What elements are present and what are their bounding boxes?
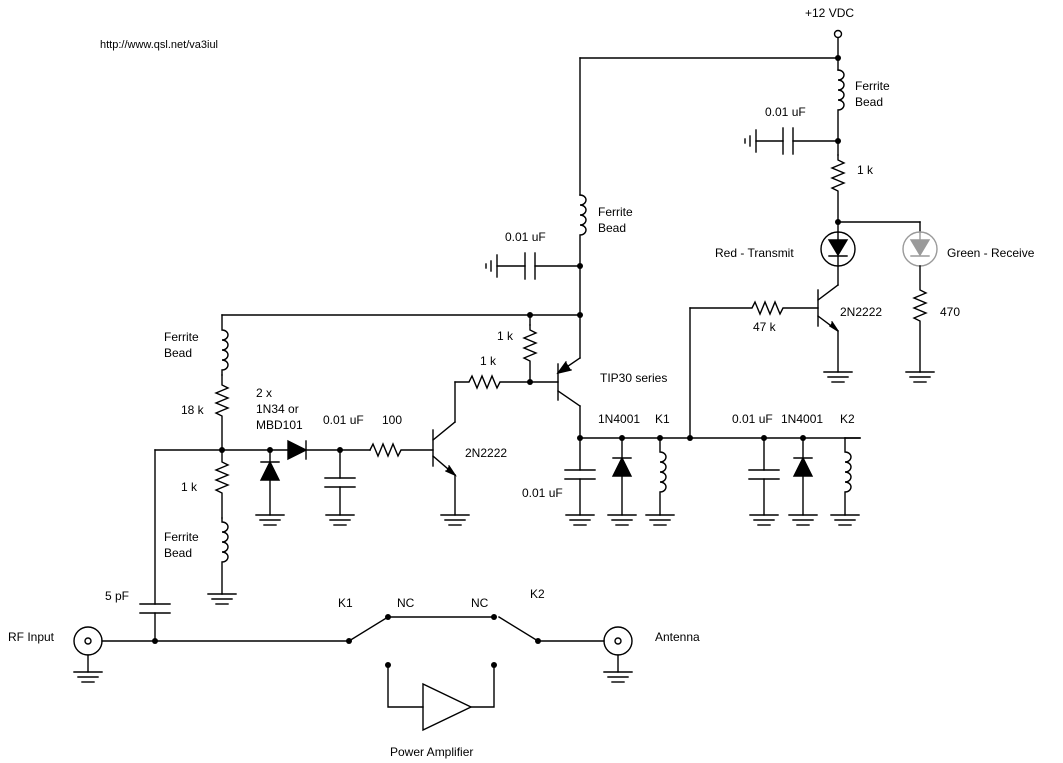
- diode-1n4001-k1: [611, 437, 633, 516]
- ferrite-bead-low-label-1: Ferrite: [164, 530, 199, 544]
- ground-driver: [440, 514, 470, 526]
- ferrite-bead-top-label-1: Ferrite: [855, 79, 890, 93]
- resistor-led: [830, 154, 846, 223]
- capacitor-5pf: [139, 603, 171, 642]
- rf-input-connector: [73, 626, 103, 683]
- detector-line: [154, 449, 371, 605]
- relay-switch-k1: [348, 616, 389, 642]
- capacitor-top-label: 0.01 uF: [765, 105, 806, 119]
- ferrite-bead-top-label-2: Bead: [855, 95, 883, 109]
- transistor-led-label: 2N2222: [840, 305, 882, 319]
- led-red-transmit: [820, 231, 856, 286]
- ground-left: [207, 593, 237, 605]
- capacitor-collector-label: 0.01 uF: [522, 486, 563, 500]
- ferrite-bead-low: [221, 517, 229, 595]
- capacitor-detector-label: 0.01 uF: [323, 413, 364, 427]
- ground-470: [905, 371, 935, 383]
- relay-k1-label: K1: [655, 412, 670, 426]
- ferrite-bead-mid: [579, 194, 587, 316]
- resistor-led-label: 1 k: [857, 163, 874, 177]
- power-amplifier: [387, 664, 495, 732]
- transistor-driver-label: 2N2222: [465, 446, 507, 460]
- diode-k1-label: 1N4001: [598, 412, 640, 426]
- resistor-100-label: 100: [382, 413, 402, 427]
- ferrite-bead-left-label-1: Ferrite: [164, 330, 199, 344]
- led-green-label: Green - Receive: [947, 246, 1035, 260]
- switch-k1-label: K1: [338, 596, 353, 610]
- resistor-18k: [214, 374, 230, 451]
- ferrite-bead-mid-label-1: Ferrite: [598, 205, 633, 219]
- resistor-base-label: 1 k: [497, 329, 514, 343]
- antenna-label: Antenna: [655, 630, 700, 644]
- resistor-470-label: 470: [940, 305, 960, 319]
- diode-note-line-3: MBD101: [256, 418, 303, 432]
- relay-coil-k1: [659, 437, 667, 516]
- supply-label: +12 VDC: [805, 6, 854, 20]
- relay-coil-k2: [844, 437, 852, 516]
- led-red-label: Red - Transmit: [715, 246, 794, 260]
- ground-cap-k2: [749, 514, 779, 526]
- transistor-tip30-pnp: [529, 357, 581, 439]
- diode-1n4001-k2: [792, 437, 814, 516]
- diode-k2-label: 1N4001: [781, 412, 823, 426]
- ground-diode-k2: [788, 514, 818, 526]
- ground-coil-k2: [830, 514, 860, 526]
- relay-k2-label: K2: [840, 412, 855, 426]
- ferrite-bead-left: [221, 314, 229, 376]
- relay-switch-k2: [498, 616, 539, 642]
- resistor-1k-low-label: 1 k: [181, 480, 198, 494]
- junction-dots: [152, 55, 841, 668]
- capacitor-k2: [748, 437, 780, 516]
- ferrite-bead-mid-label-2: Bead: [598, 221, 626, 235]
- resistor-1k-low: [214, 449, 230, 519]
- led-bus: [837, 221, 921, 233]
- resistor-drive-label: 1 k: [480, 354, 497, 368]
- ferrite-bead-left-label-2: Bead: [164, 346, 192, 360]
- ground-collector-cap: [565, 514, 595, 526]
- switch-k2-label: K2: [530, 587, 545, 601]
- nc-left-label: NC: [397, 596, 415, 610]
- capacitor-top: [744, 127, 839, 155]
- capacitor-mid: [485, 252, 581, 280]
- ground-led-transistor: [823, 371, 853, 383]
- capacitor-collector: [564, 437, 596, 516]
- capacitor-k2-label: 0.01 uF: [732, 412, 773, 426]
- capacitor-detector: [324, 449, 356, 516]
- capacitor-5pf-label: 5 pF: [105, 589, 129, 603]
- ground-shunt-diode: [255, 514, 285, 526]
- resistor-base-1k: [522, 324, 538, 383]
- ferrite-bead-low-label-2: Bead: [164, 546, 192, 560]
- antenna-connector: [603, 626, 633, 683]
- resistor-18k-label: 18 k: [181, 403, 205, 417]
- rf-input-label: RF Input: [8, 630, 55, 644]
- resistor-470: [912, 265, 928, 373]
- transistor-pnp-label: TIP30 series: [600, 371, 667, 385]
- ground-coil-k1: [645, 514, 675, 526]
- diode-note-line-2: 1N34 or: [256, 402, 299, 416]
- transistor-driver-2n2222: [432, 421, 457, 516]
- resistor-47k: [689, 300, 819, 316]
- diode-series-detector: [287, 439, 308, 461]
- power-amplifier-label: Power Amplifier: [390, 745, 473, 759]
- ground-detector-cap: [325, 514, 355, 526]
- transistor-led-2n2222: [817, 284, 839, 373]
- diode-shunt-detector: [259, 449, 281, 516]
- source-url: http://www.qsl.net/va3iul: [100, 39, 218, 51]
- nc-right-label: NC: [471, 596, 489, 610]
- led-green-receive: [902, 231, 938, 267]
- resistor-100: [369, 442, 434, 458]
- resistor-drive-1k: [454, 374, 531, 390]
- diode-note-line-1: 2 x: [256, 386, 272, 400]
- supply-rail: [579, 29, 843, 196]
- ground-diode-k1: [607, 514, 637, 526]
- capacitor-mid-label: 0.01 uF: [505, 230, 546, 244]
- resistor-47k-label: 47 k: [753, 320, 777, 334]
- ferrite-bead-top: [837, 69, 845, 156]
